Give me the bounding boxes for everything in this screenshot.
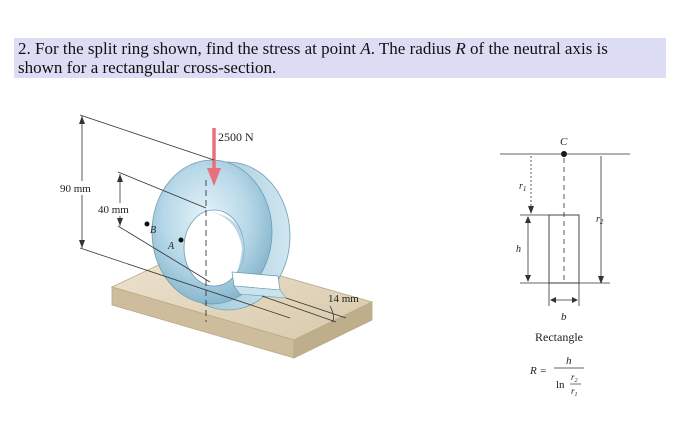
problem-text-1b: . The radius	[370, 39, 456, 58]
dim-40-arrow-top	[117, 174, 123, 182]
ext-line-thickness-a	[261, 295, 337, 323]
radius-symbol: R	[455, 39, 466, 58]
neutral-axis-formula: R = h ln r2 r1	[529, 355, 584, 398]
dim-40-label-bg	[96, 203, 142, 216]
ext-line-bottom	[79, 247, 291, 319]
dim-90-arrow-top	[79, 116, 85, 124]
b-arrow-right	[572, 297, 578, 303]
problem-text-1a: For the split ring shown, find the stres…	[35, 39, 361, 58]
point-b-label: B	[150, 225, 156, 236]
load-arrow-head	[207, 168, 221, 186]
load-label: 2500 N	[218, 130, 254, 144]
problem-line-2: shown for a rectangular cross-section.	[18, 58, 277, 77]
outer-dim-label: 90 mm	[60, 183, 91, 195]
dim-90-label-bg	[58, 181, 104, 195]
formula-lhs: R =	[529, 365, 547, 377]
point-a-dot	[178, 237, 184, 243]
formula-frac-den: r1	[571, 386, 578, 398]
problem-statement: 2. For the split ring shown, find the st…	[14, 38, 666, 78]
h-label: h	[516, 244, 521, 255]
center-label: C	[560, 136, 568, 148]
ext-line-top	[79, 114, 215, 161]
split-ring-figure: 2500 N 90 mm 40 mm 14 mm B A	[58, 114, 374, 359]
r2-arrow	[598, 276, 604, 284]
h-arrow-top	[525, 216, 531, 223]
section-caption: Rectangle	[535, 330, 583, 344]
r2-label: r2	[596, 214, 604, 226]
dim-90-arrow-bottom	[79, 240, 85, 248]
point-a-label: A	[167, 241, 175, 252]
b-label: b	[561, 311, 567, 323]
point-a-ref: A	[360, 39, 371, 58]
formula-ln: ln	[556, 379, 565, 391]
ext-line-inner-top	[117, 171, 207, 209]
r1-arrow	[528, 206, 534, 214]
problem-line-1: 2. For the split ring shown, find the st…	[18, 39, 608, 58]
problem-number: 2.	[18, 39, 31, 58]
inner-dim-label: 40 mm	[98, 204, 129, 216]
h-arrow-bottom	[525, 275, 531, 282]
ext-line-inner-bottom	[117, 225, 211, 283]
rectangle-cross-section: C r1 r2 h b Rectangle R = h	[500, 136, 630, 398]
formula-frac-num: r2	[571, 372, 578, 384]
ext-line-thickness-b	[285, 297, 347, 319]
base-block-side	[293, 301, 373, 359]
thickness-dim-label: 14 mm	[328, 293, 359, 305]
problem-text-1c: of the neutral axis is	[465, 39, 608, 58]
point-b-dot	[144, 221, 150, 227]
r1-label: r1	[519, 181, 526, 193]
b-arrow-left	[550, 297, 556, 303]
formula-numerator: h	[566, 355, 572, 367]
thickness-leader	[329, 305, 334, 323]
dim-40-arrow-bottom	[117, 218, 123, 226]
